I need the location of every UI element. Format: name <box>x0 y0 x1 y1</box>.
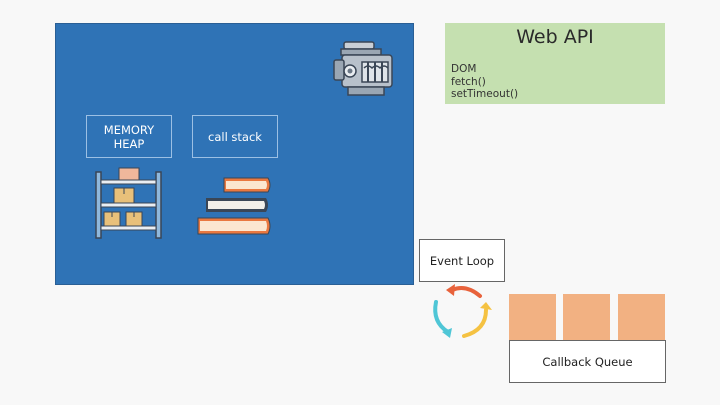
web-api-title: Web API <box>516 26 594 48</box>
web-api-list: DOM fetch() setTimeout() <box>451 63 518 101</box>
web-api-item-fetch: fetch() <box>451 75 486 88</box>
engine-icon <box>333 41 393 96</box>
call-stack-label: call stack <box>208 129 262 144</box>
books-icon <box>197 177 271 235</box>
event-loop-label: Event Loop <box>429 253 495 268</box>
memory-heap-label: MEMORY HEAP <box>103 122 155 151</box>
memory-heap-box: MEMORY HEAP <box>86 115 172 158</box>
cycle-arrows-icon <box>433 284 492 338</box>
callback-queue-label: Callback Queue <box>542 354 633 369</box>
web-api-item-settimeout: setTimeout() <box>451 88 519 100</box>
event-loop-box: Event Loop <box>419 239 505 282</box>
queue-slot <box>509 294 556 341</box>
web-api-item-dom: DOM <box>451 63 477 75</box>
queue-slot <box>563 294 610 341</box>
call-stack-box: call stack <box>192 115 278 158</box>
web-api-box: Web API DOM fetch() setTimeout() <box>445 23 665 104</box>
queue-slot <box>618 294 665 341</box>
shelf-icon <box>95 167 162 239</box>
callback-queue-box: Callback Queue <box>509 340 666 383</box>
